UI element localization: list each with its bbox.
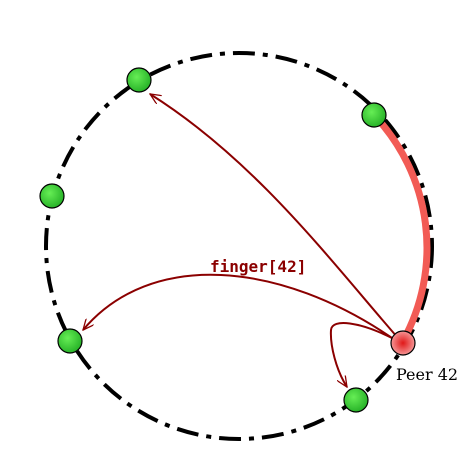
peer-42-label: Peer 42 xyxy=(396,365,458,384)
peer-node xyxy=(343,387,369,413)
finger-arrow-to-left-node xyxy=(83,273,396,341)
finger-arrow-to-next-node xyxy=(329,322,393,387)
peer-node xyxy=(361,102,387,128)
finger-label: finger[42] xyxy=(210,257,306,276)
finger-arrow-to-top-node xyxy=(150,93,399,339)
peer-node xyxy=(126,67,152,93)
successor-arc-highlight xyxy=(371,112,431,343)
peer-node xyxy=(57,328,83,354)
ring-circle xyxy=(44,51,434,441)
peer-42-node xyxy=(390,330,416,356)
peer-node xyxy=(39,183,65,209)
